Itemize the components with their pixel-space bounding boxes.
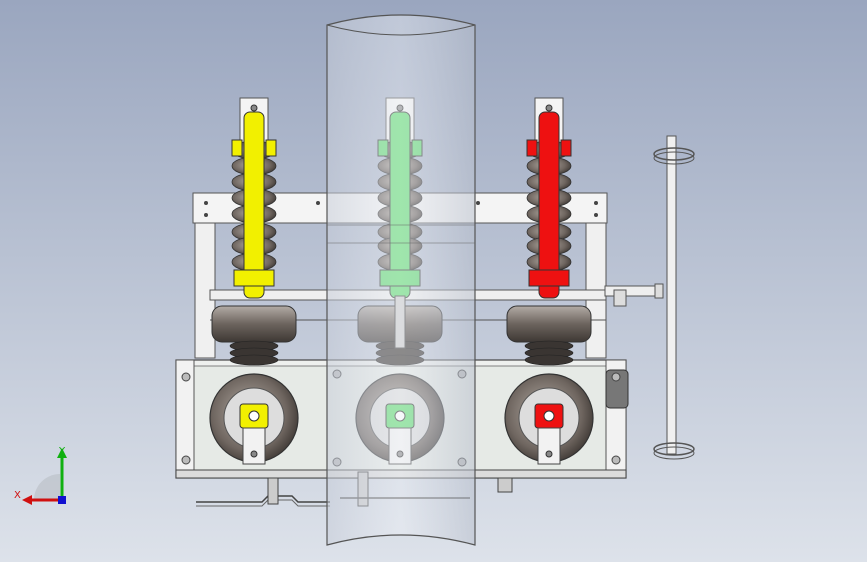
- phase-c-pole-assembly[interactable]: [504, 97, 594, 465]
- x-axis-head: [22, 495, 32, 505]
- phase-a-lug-bolt: [250, 450, 258, 458]
- phase-c-arm-clamp-left: [526, 139, 538, 157]
- manual-operating-handle[interactable]: [653, 135, 695, 460]
- phase-a-arm-clamp-left: [231, 139, 243, 157]
- phase-c-interrupter-drum: [506, 305, 592, 343]
- phase-c-terminal-lug: [537, 427, 561, 465]
- phase-a-terminal-arm: [243, 111, 265, 299]
- phase-a-arm-clamp-right: [265, 139, 277, 157]
- phase-c-lower-bushing: [524, 340, 574, 366]
- phase-a-top-bolt: [250, 104, 258, 112]
- phase-a-lower-bushing: [229, 340, 279, 366]
- phase-c-arm-base: [528, 269, 570, 287]
- y-axis-label: Y: [58, 446, 66, 457]
- x-axis-label: X: [14, 490, 21, 501]
- phase-a-terminal-hole: [248, 410, 260, 422]
- phase-c-arm-clamp-right: [560, 139, 572, 157]
- phase-c-top-bolt: [545, 104, 553, 112]
- utility-pole-cylinder: [326, 14, 476, 546]
- operating-rod: [604, 283, 664, 307]
- phase-c-terminal-arm: [538, 111, 560, 299]
- z-axis-marker: [58, 496, 66, 504]
- phase-a-interrupter-drum: [211, 305, 297, 343]
- phase-a-terminal-lug: [242, 427, 266, 465]
- phase-c-terminal-hole: [543, 410, 555, 422]
- phase-a-arm-base: [233, 269, 275, 287]
- y-axis-head: [57, 448, 67, 458]
- coordinate-triad: Y X: [14, 446, 67, 505]
- phase-c-lug-bolt: [545, 450, 553, 458]
- phase-a-pole-assembly[interactable]: [209, 97, 299, 465]
